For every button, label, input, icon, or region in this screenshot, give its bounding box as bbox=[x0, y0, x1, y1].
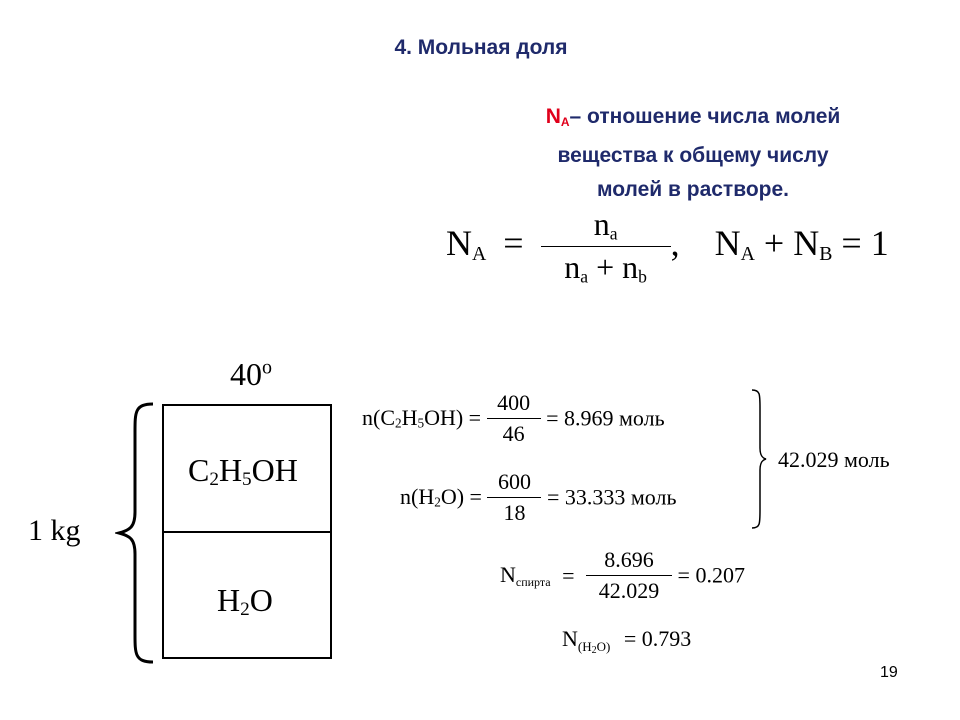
water-label: H2O bbox=[217, 582, 273, 620]
main-fraction: na na + nb bbox=[540, 206, 671, 288]
definition-text: NA– отношение числа молей вещества к общ… bbox=[468, 100, 918, 207]
total-moles: 42.029 моль bbox=[778, 447, 890, 472]
fraction-bar bbox=[540, 246, 671, 248]
curly-brace-icon bbox=[115, 402, 154, 664]
water-fraction-equation: N(H2O) = 0.793 bbox=[562, 626, 692, 656]
definition-line-1: NA– отношение числа молей bbox=[545, 105, 841, 129]
mass-label: 1 kg bbox=[28, 514, 81, 547]
symbol-na: NA bbox=[545, 105, 570, 129]
container-divider bbox=[162, 531, 332, 533]
water-moles-equation: n(H2O) = 600 18 = 33.333 моль bbox=[400, 469, 677, 525]
definition-line-3: молей в растворе. bbox=[596, 178, 790, 201]
spirit-fraction-equation: Nспирта = 8.696 42.029 = 0.207 bbox=[500, 547, 745, 603]
definition-line-2: вещества к общему числу bbox=[557, 144, 829, 167]
temperature-label: 40o bbox=[230, 356, 272, 392]
ethanol-label: C2H5OH bbox=[188, 452, 298, 490]
main-formula: NA = na na + nb , NA + NB = 1 bbox=[446, 206, 889, 288]
page-number: 19 bbox=[880, 664, 898, 681]
right-brace-icon bbox=[751, 389, 767, 529]
ethanol-moles-equation: n(C2H5OH) = 400 46 = 8.969 моль bbox=[362, 390, 665, 446]
page-title: 4. Мольная доля bbox=[394, 36, 568, 59]
